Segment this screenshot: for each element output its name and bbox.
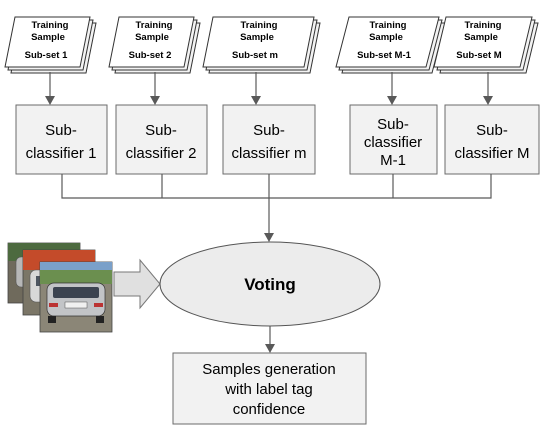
sub-classifier-2-line2: classifier 2 [126,145,197,162]
subset-to-classifier-arrows [45,72,493,105]
classifier-to-voting-connectors [61,174,492,242]
training-subset-M-1-line1: Training [370,20,407,31]
training-subset-2-line3: Sub-set 2 [129,50,172,61]
training-subset-M: Training Sample Sub-set M [433,16,539,74]
sub-classifier-m-line1: Sub- [253,122,285,139]
training-subset-1-line3: Sub-set 1 [25,50,68,61]
training-subset-M-line1: Training [465,20,502,31]
vehicle-image-stack [7,242,113,333]
training-subset-M-line2: Sample [464,32,498,43]
training-subset-m-line1: Training [241,20,278,31]
sub-classifier-M-line2: classifier M [454,145,529,162]
sub-classifier-M-1: Sub- classifier M-1 [349,104,438,175]
sub-classifier-M-1-line1: Sub- [377,116,409,133]
training-subset-M-1-line3: Sub-set M-1 [357,50,412,61]
sub-classifier-2: Sub- classifier 2 [115,104,208,175]
output-line-2: with label tag [224,381,313,398]
output-line-3: confidence [233,401,306,418]
training-subset-m-line3: Sub-set m [232,50,278,61]
training-subset-1: Training Sample Sub-set 1 [4,16,97,74]
sub-classifier-M: Sub- classifier M [444,104,540,175]
sub-classifier-1-line1: Sub- [45,122,77,139]
training-subset-M-1-line2: Sample [369,32,403,43]
training-subset-M-line3: Sub-set M [456,50,501,61]
sub-classifier-M-1-line2: classifier [364,134,422,151]
training-subset-M-1: Training Sample Sub-set M-1 [335,16,446,74]
training-subset-1-line1: Training [32,20,69,31]
sub-classifier-1-line2: classifier 1 [26,145,97,162]
sub-classifier-M-line1: Sub- [476,122,508,139]
training-subset-2: Training Sample Sub-set 2 [108,16,201,74]
voting-label: Voting [244,275,296,294]
sub-classifier-m: Sub- classifier m [222,104,316,175]
sub-classifier-M-1-line3: M-1 [380,152,406,169]
output-line-1: Samples generation [202,361,335,378]
training-subset-m: Training Sample Sub-set m [202,16,321,74]
sub-classifier-2-line1: Sub- [145,122,177,139]
sub-classifier-1: Sub- classifier 1 [15,104,108,175]
training-subset-m-line2: Sample [240,32,274,43]
training-subset-1-line2: Sample [31,32,65,43]
input-block-arrow [113,258,161,310]
sub-classifier-m-line2: classifier m [231,145,306,162]
training-subset-2-line2: Sample [135,32,169,43]
voting-to-output-arrowhead [265,344,275,353]
training-subset-2-line1: Training [136,20,173,31]
output-box: Samples generation with label tag confid… [172,352,367,425]
